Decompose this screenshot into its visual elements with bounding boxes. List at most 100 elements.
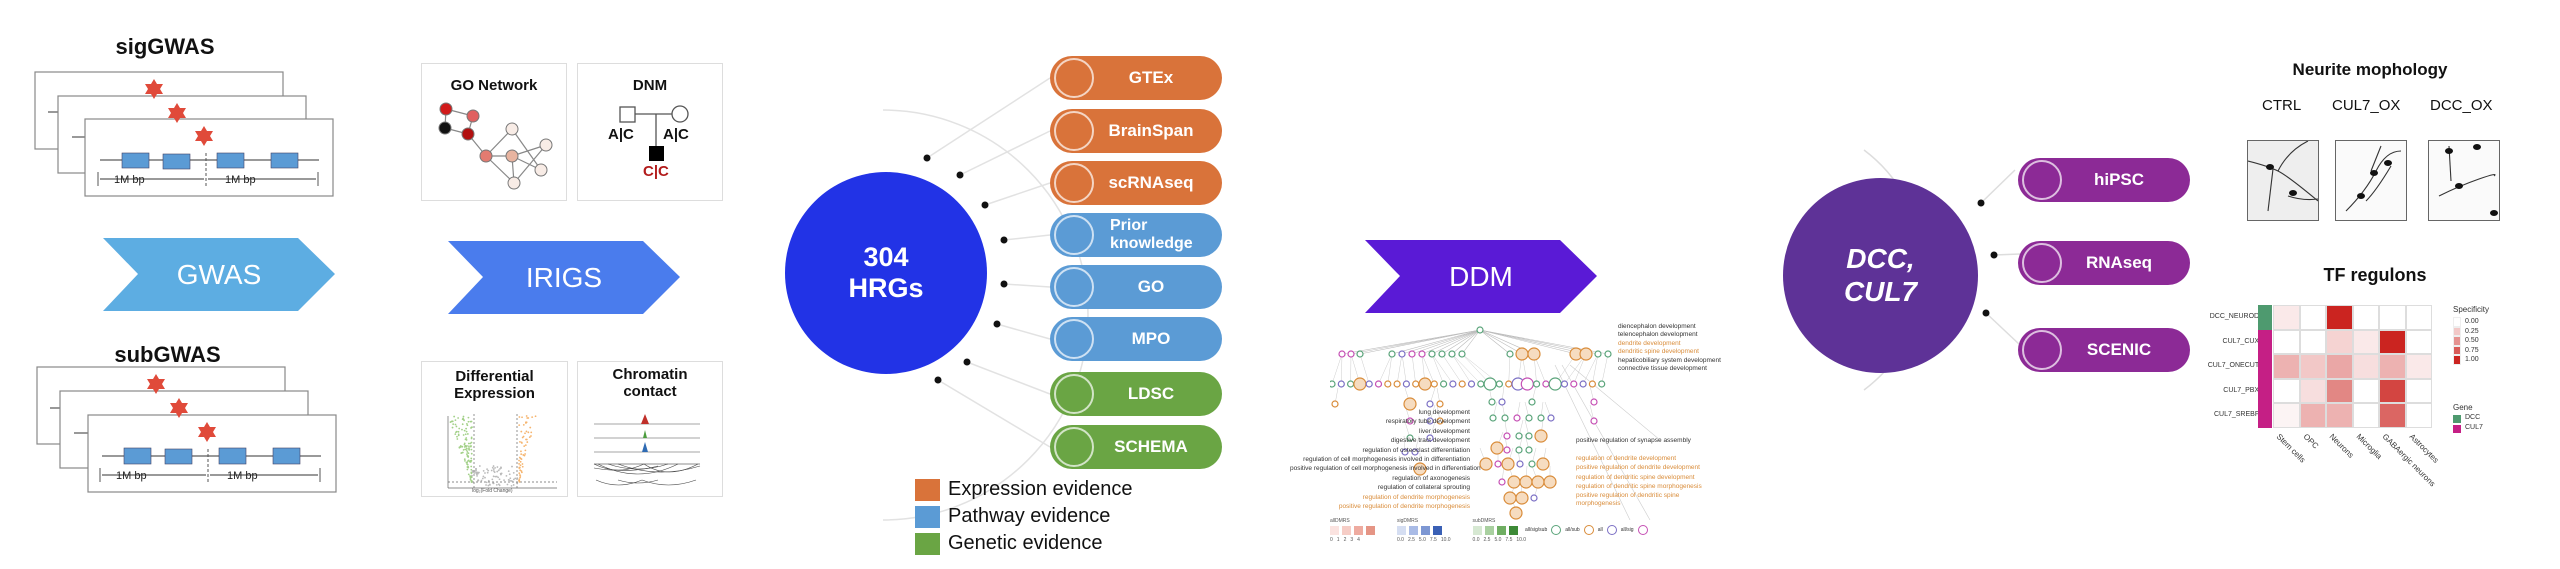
volcano-point (496, 470, 499, 473)
volcano-point (449, 421, 452, 423)
tick-label: 10.0 (1440, 537, 1451, 543)
node-legend-label: all/sub (1565, 527, 1580, 533)
color-swatch (1496, 526, 1506, 535)
volcano-point (521, 436, 524, 439)
go-term-label: dendrite development (1618, 339, 1681, 347)
pill-label: RNAseq (2085, 252, 2153, 272)
volcano-point (518, 459, 520, 462)
volcano-point (518, 456, 521, 459)
volcano-point (461, 423, 464, 426)
heatmap-row-label: CUL7_SREBF2 (2213, 411, 2263, 418)
go-term-node (1503, 432, 1511, 440)
experiment-pill-rnaseq[interactable]: RNAseq (2018, 241, 2190, 285)
legend-swatch (915, 505, 940, 528)
volcano-point (518, 424, 521, 426)
evidence-pill-ldsc[interactable]: LDSC (1050, 372, 1222, 416)
go-term-label: regulation of dendrite morphogenesis (1362, 493, 1470, 501)
go-term-node (1483, 377, 1497, 391)
volcano-point (462, 448, 465, 451)
go-term-node (1393, 380, 1401, 388)
evidence-pill-schema[interactable]: SCHEMA (1050, 425, 1222, 469)
volcano-point (475, 469, 477, 472)
experiment-pill-scenic[interactable]: SCENIC (2018, 328, 2190, 372)
colorbar-tick: 0.00 (2465, 318, 2479, 325)
volcano-point (487, 484, 490, 487)
color-swatch (1472, 526, 1482, 535)
go-term-label: positive regulation of cell morphogenesi… (1290, 465, 1481, 473)
volcano-point (469, 420, 472, 423)
volcano-point (519, 469, 522, 472)
volcano-point (463, 429, 466, 432)
dnm-child-genotype: C|C (643, 163, 669, 180)
go-term-label: telencephalon development (1618, 331, 1698, 339)
heatmap-cell (2379, 305, 2406, 330)
dnm-mother-genotype: A|C (663, 126, 689, 143)
go-term-node (1594, 350, 1602, 358)
go-term-node (1533, 380, 1541, 388)
volcano-point (507, 478, 510, 481)
evidence-pill-prior-knowledge[interactable]: Prior knowledge (1050, 213, 1222, 257)
heatmap-cell (2326, 329, 2353, 354)
go-network-title: GO Network (450, 77, 538, 94)
go-term-node (1528, 460, 1536, 468)
evidence-pill-gtex[interactable]: GTEx (1050, 56, 1222, 100)
volcano-point (468, 448, 470, 450)
volcano-point (505, 474, 508, 477)
volcano-point (526, 441, 529, 443)
experiment-pill-hipsc[interactable]: hiPSC (2018, 158, 2190, 202)
volcano-point (518, 479, 520, 482)
color-swatch (1409, 526, 1418, 535)
volcano-point (512, 478, 515, 481)
heatmap-cell (2273, 403, 2300, 428)
color-scale-title: subDMRS (1472, 518, 1496, 524)
go-term-node (1426, 400, 1434, 408)
volcano-point (467, 455, 470, 458)
volcano-point (454, 419, 457, 422)
volcano-point (518, 466, 521, 469)
gwas-step-label: GWAS (176, 258, 262, 290)
volcano-point (519, 460, 522, 463)
go-term-node (1408, 350, 1416, 358)
evidence-pill-go[interactable]: GO (1050, 265, 1222, 309)
evidence-pill-brainspan[interactable]: BrainSpan (1050, 109, 1222, 153)
go-term-node (1590, 398, 1598, 406)
volcano-point (458, 446, 461, 449)
go-term-node (1515, 446, 1523, 454)
volcano-point (495, 475, 498, 478)
volcano-point (512, 484, 515, 486)
go-term-node (1347, 350, 1355, 358)
tick-label: 3 (1350, 537, 1354, 543)
diff-expr-title-1: Differential (455, 368, 534, 385)
evidence-pill-mpo[interactable]: MPO (1050, 317, 1222, 361)
volcano-point (500, 466, 502, 469)
go-term-node (1479, 457, 1493, 471)
go-term-node (1507, 475, 1521, 489)
heatmap-cell (2352, 329, 2379, 354)
colorbar-tick: 0.25 (2465, 327, 2479, 335)
go-term-label: liver development (1419, 427, 1470, 435)
go-term-node (1337, 380, 1345, 388)
tick-label: 10.0 (1516, 537, 1527, 543)
volcano-point (476, 475, 478, 477)
volcano-point (525, 430, 528, 433)
colorbar-swatch (2453, 345, 2461, 355)
go-term-node (1401, 448, 1409, 456)
volcano-point (525, 415, 528, 417)
legend-label: Expression evidence (948, 478, 1133, 500)
go-term-label: regulation of dendritic spine developmen… (1576, 473, 1695, 481)
volcano-point (467, 442, 470, 445)
go-term-node (1467, 380, 1476, 388)
volcano-point (469, 478, 472, 480)
evidence-pill-scrnaseq[interactable]: scRNAseq (1050, 161, 1222, 205)
volcano-point (455, 430, 458, 433)
go-term-node (1579, 347, 1593, 361)
volcano-point (492, 475, 495, 478)
hrg-label: HRGs (848, 273, 924, 303)
volcano-point (527, 431, 530, 434)
go-term-node (1406, 417, 1414, 425)
go-term-node (1494, 460, 1502, 468)
legend-item: Expression evidence (915, 476, 1133, 503)
